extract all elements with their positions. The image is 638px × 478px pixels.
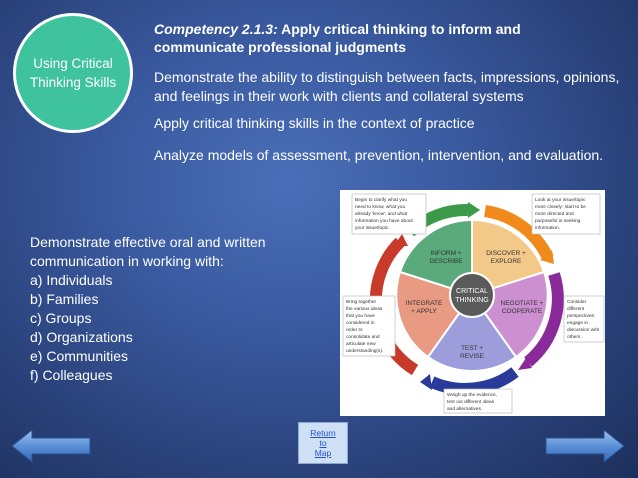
bullet-1: Demonstrate the ability to distinguish b… — [154, 69, 620, 104]
bullet-3: Analyze models of assessment, prevention… — [154, 147, 604, 163]
list-item: d) Organizations — [30, 329, 133, 345]
note-bottom-line: test out different ideas — [447, 399, 495, 405]
note-left-line: Bring together — [346, 299, 377, 305]
label-discover-line2: EXPLORE — [491, 258, 522, 265]
note-left-box — [342, 295, 396, 357]
arrowhead-red — [394, 234, 408, 246]
list-item: f) Colleagues — [30, 367, 113, 383]
note-top-left-line: information you have about — [355, 218, 414, 224]
list-item: e) Communities — [30, 348, 129, 364]
note-left-line: order to — [346, 327, 363, 333]
note-right-line: engage in — [567, 320, 588, 326]
note-top-left-line: need to know, what you — [355, 204, 405, 210]
arrowhead-orange — [540, 250, 554, 264]
segment-inform-wedge — [398, 218, 473, 297]
topic-badge-line1: Using Critical — [33, 56, 113, 71]
left-arrow-icon — [11, 428, 91, 464]
note-right-box — [563, 295, 605, 343]
competency-number: Competency 2.1.3: — [154, 21, 278, 37]
list-item: b) Families — [30, 291, 99, 307]
list-item: a) Individuals — [30, 272, 113, 288]
center-circle — [449, 272, 495, 318]
label-negotiate-line1: NEGOTIATE + — [501, 300, 544, 307]
critical-thinking-diagram: CRITICAL THINKING INFORM + DESCRIBE DISC… — [340, 190, 605, 416]
note-left-line: considered in — [346, 320, 375, 326]
previous-slide-button[interactable] — [10, 428, 92, 464]
topic-badge-line2: Thinking Skills — [29, 75, 117, 90]
list-item: c) Groups — [30, 310, 92, 326]
label-inform-line1: INFORM + — [430, 250, 461, 257]
arrowhead-blue — [420, 374, 432, 390]
segment-discover — [471, 218, 546, 297]
bullet-2: Apply critical thinking skills in the co… — [154, 115, 475, 131]
label-integrate-line1: INTEGRATE — [406, 300, 443, 307]
communication-list: Demonstrate effective oral and written c… — [30, 233, 330, 385]
topic-badge: Using Critical Thinking Skills — [13, 13, 133, 133]
note-left-line: articulate new — [346, 341, 376, 347]
note-left: Bring together the various ideas that yo… — [346, 299, 384, 354]
center-label-line2: THINKING — [455, 297, 488, 304]
critical-thinking-cycle: CRITICAL THINKING INFORM + DESCRIBE DISC… — [342, 193, 605, 414]
return-to-map-button[interactable]: Return to Map — [298, 422, 348, 464]
return-label-line2: to — [319, 438, 327, 448]
label-inform-line2: DESCRIBE — [429, 258, 463, 265]
note-left-line: that you have — [346, 313, 375, 319]
label-discover-line1: DISCOVER + — [486, 250, 526, 257]
arrow-purple — [524, 272, 564, 367]
note-bottom-line: Weigh up the evidence, — [447, 392, 497, 398]
note-top-left-line: already 'know', and what — [355, 211, 408, 217]
label-integrate-line2: + APPLY — [411, 308, 437, 315]
note-bottom-line: and alternatives. — [447, 406, 482, 412]
note-bottom: Weigh up the evidence, test out differen… — [447, 392, 498, 412]
competency-heading: Competency 2.1.3: Apply critical thinkin… — [154, 20, 614, 56]
arrowhead-purple — [518, 358, 532, 370]
communication-intro-line2: communication in working with: — [30, 253, 224, 269]
communication-intro-line1: Demonstrate effective oral and written — [30, 234, 266, 250]
note-top-left-box — [351, 193, 427, 235]
note-top-right-line: Look at your issue/topic — [535, 197, 586, 203]
label-test-line2: REVISE — [460, 353, 485, 360]
arrowhead-green — [468, 202, 480, 218]
arrow-blue — [429, 367, 519, 395]
label-negotiate-line2: COOPERATE — [502, 308, 543, 315]
note-left-line: the various ideas — [346, 306, 383, 312]
note-left-line: understanding(s). — [346, 348, 383, 354]
note-top-right-line: more closely: start to be — [535, 204, 586, 210]
note-top-right-line: information. — [535, 225, 560, 231]
return-label-line1: Return — [310, 428, 336, 438]
label-test-line1: TEST + — [461, 345, 483, 352]
note-top-right: Look at your issue/topic more closely: s… — [535, 197, 587, 231]
right-arrow-icon — [545, 428, 625, 464]
next-slide-button[interactable] — [544, 428, 626, 464]
note-top-left-line: Begin to clarify what you — [355, 197, 407, 203]
arrow-orange — [483, 205, 554, 261]
note-top-left: Begin to clarify what you need to know, … — [355, 197, 414, 231]
segment-test — [426, 293, 518, 372]
note-bottom-box — [443, 388, 513, 414]
competency-text: Apply critical thinking to inform and co… — [154, 21, 521, 55]
note-right-line: Consider — [567, 299, 587, 305]
note-right-line: others. — [567, 334, 582, 340]
note-top-left-line: your issue/topic. — [355, 225, 390, 231]
note-top-right-line: purposeful in seeking — [535, 218, 581, 224]
note-top-right-box — [531, 193, 601, 235]
note-right-line: perspectives: — [567, 313, 595, 319]
note-top-right-line: more directed and — [535, 211, 574, 217]
note-right-line: different — [567, 306, 585, 312]
note-right-line: discussion with — [567, 327, 600, 333]
note-left-line: consolidate and — [346, 334, 380, 340]
return-label-line3: Map — [314, 448, 332, 458]
note-right: Consider different perspectives: engage … — [567, 299, 601, 340]
center-label-line1: CRITICAL — [456, 288, 488, 295]
